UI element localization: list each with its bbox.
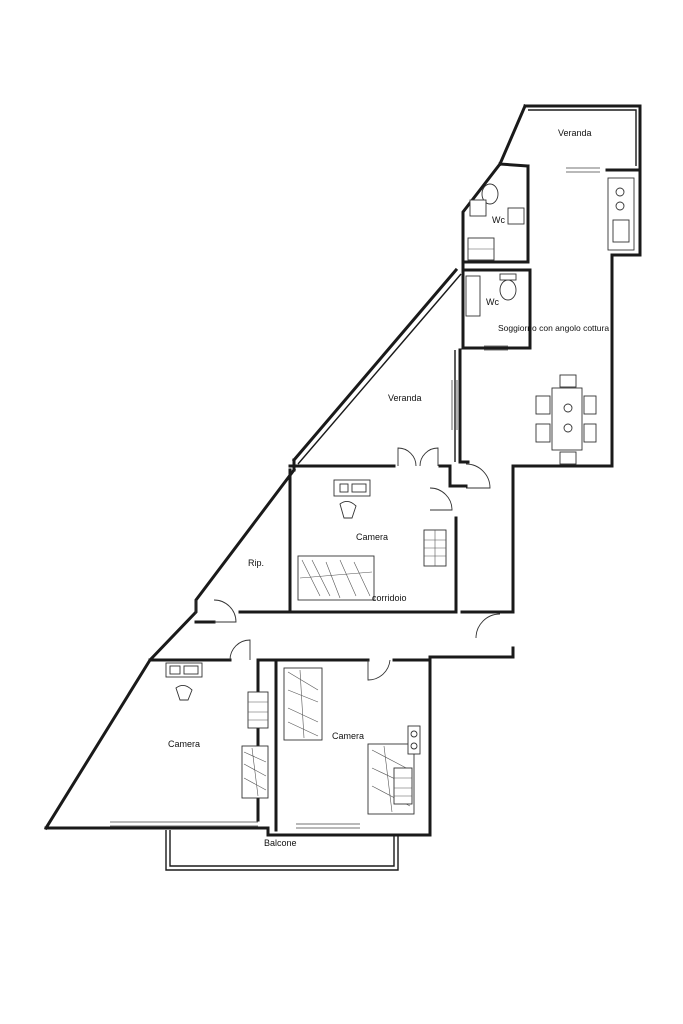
label-wc-lower: Wc [486, 297, 499, 307]
label-corridoio: corridoio [372, 593, 407, 603]
label-living: Soggiorno con angolo cottura [498, 323, 609, 333]
wc-lower-fixtures [465, 273, 517, 317]
outer-walls [43, 104, 642, 837]
label-camera-center: Camera [356, 532, 388, 542]
balcone-outline [165, 830, 399, 871]
label-ripostiglio: Rip. [248, 558, 264, 568]
camera-right-furniture [283, 667, 421, 815]
label-balcone: Balcone [264, 838, 297, 848]
label-veranda-top: Veranda [558, 128, 592, 138]
label-camera-right: Camera [332, 731, 364, 741]
kitchen-counter [607, 177, 635, 251]
door-swings [195, 447, 501, 681]
label-veranda-mid: Veranda [388, 393, 422, 403]
camera-center-furniture [297, 479, 447, 601]
wc-upper-fixtures [467, 183, 525, 261]
room-labels: Veranda Wc Wc Soggiorno con angolo cottu… [168, 128, 609, 848]
windows [110, 167, 600, 829]
label-camera-left: Camera [168, 739, 200, 749]
dining-table [535, 374, 597, 465]
label-wc-upper: Wc [492, 215, 505, 225]
camera-left-furniture [165, 662, 269, 799]
